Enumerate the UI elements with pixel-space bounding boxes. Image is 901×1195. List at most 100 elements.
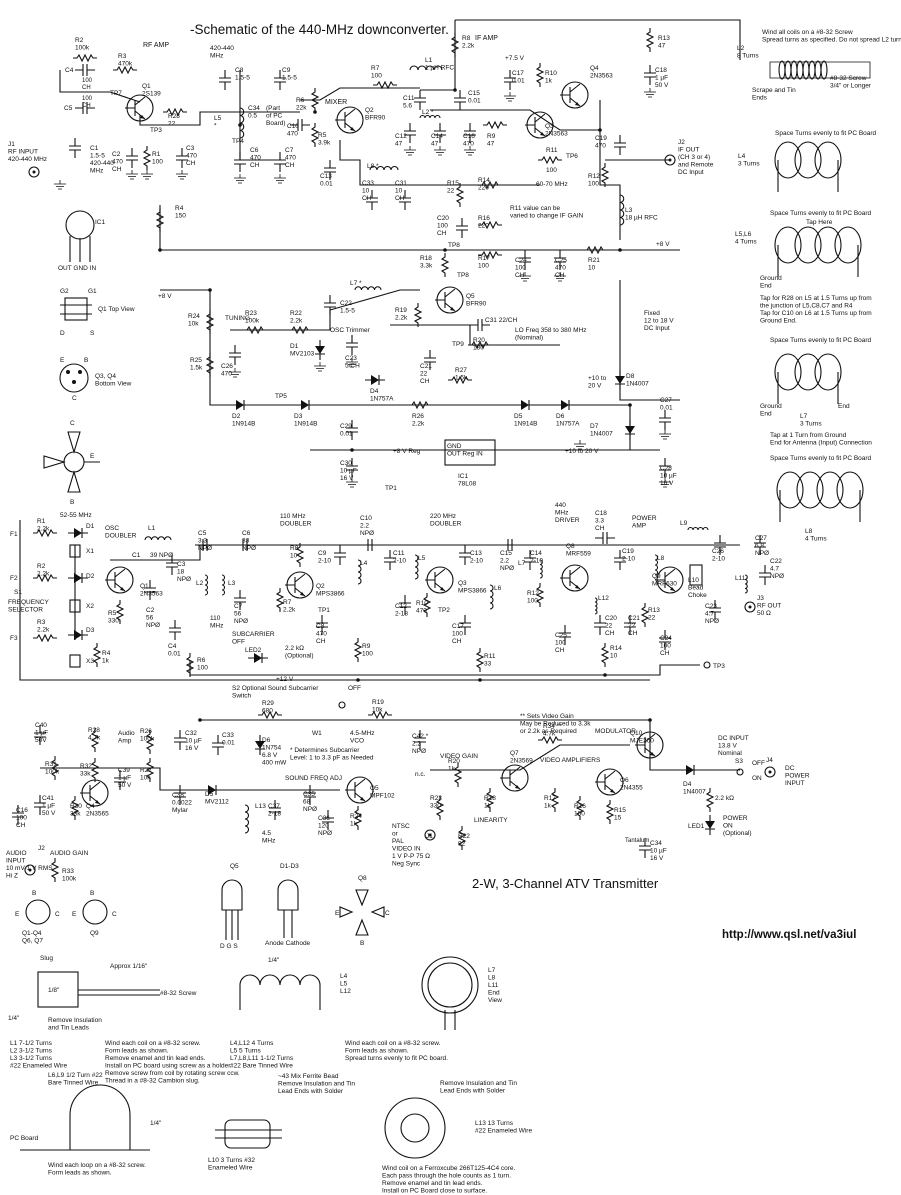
c4-ref: C4 (65, 67, 74, 74)
r7-resistor (373, 80, 397, 90)
s2-switch[interactable] (338, 701, 346, 709)
led-resistor (705, 788, 715, 812)
b-l8-coil (654, 554, 659, 576)
ground-symbol (314, 362, 326, 372)
d1-diode (315, 340, 325, 360)
ic1-pinout-label: IC1 (95, 219, 106, 226)
q4-transistor (560, 81, 589, 109)
d2-diode (230, 400, 250, 410)
if-out-jack (664, 154, 676, 166)
q1-transistor (125, 94, 154, 122)
tp7-label: TP7 (110, 90, 122, 97)
ferrite-bead-icon (224, 1119, 271, 1149)
ground-symbol (404, 146, 416, 156)
d4-diode (365, 375, 385, 385)
dc-power-jack (764, 766, 776, 778)
c15-capacitor (454, 90, 466, 110)
b-r20-resistor (453, 763, 463, 787)
b-q4-transistor (80, 779, 109, 807)
q14-body (25, 899, 51, 925)
b-c27-capacitor (754, 535, 766, 555)
junction-dot (453, 88, 457, 92)
b-r1-resistor (33, 528, 57, 538)
b-c10-capacitor (360, 539, 380, 551)
c28-capacitor (659, 458, 671, 478)
b-c37-capacitor (269, 800, 281, 820)
if-range-label: 60-70 MHz (536, 181, 568, 188)
quarter-label: 1/4" (8, 1015, 20, 1022)
tp3-point (703, 661, 711, 669)
s3-on-label: ON (752, 775, 762, 782)
osc-trimmer-label: OSC Trimmer (330, 327, 371, 334)
q10-transistor (635, 731, 664, 759)
b-c17-capacitor (459, 615, 471, 635)
c5-capacitor (75, 102, 95, 114)
l3-wire (599, 100, 621, 240)
junction-dot (628, 403, 632, 407)
led2-diode (248, 653, 268, 663)
ground-symbol (659, 478, 671, 488)
fixed-wire (619, 280, 680, 401)
b-d1-diode (68, 528, 88, 538)
j4-label: J4 (766, 757, 773, 764)
q14-pin-e: E (15, 911, 20, 918)
b-c22-capacitor (759, 565, 771, 585)
l2-screw-icon (769, 61, 871, 79)
page-title: -Schematic of the 440-MHz downconverter. (190, 22, 449, 37)
r15-resistor (455, 183, 465, 207)
b-c1-value: 39 NPØ (150, 552, 173, 559)
r23-resistor (243, 325, 267, 335)
b-c21-capacitor (624, 615, 636, 635)
ic1-regulator (444, 439, 496, 466)
q1-pin-g1: G1 (88, 288, 97, 295)
r3-resistor (113, 65, 137, 75)
q14-pin-b: B (32, 890, 36, 897)
tantalum-label: Tantalum (625, 838, 649, 844)
b-l5-coil (414, 554, 419, 580)
c29-capacitor (346, 420, 358, 440)
q25-pin-c: C (70, 420, 75, 427)
tp3-bottom-label: TP3 (713, 663, 725, 670)
ground-symbol (234, 174, 246, 184)
bottom-title: 2-W, 3-Channel ATV Transmitter (472, 876, 659, 891)
rf-amp-label: RF AMP (143, 42, 169, 49)
eighth-label: 1/8" (48, 987, 60, 994)
tp6-label: TP6 (566, 153, 578, 160)
ground-symbol (434, 146, 446, 156)
b-c14-capacitor (524, 550, 536, 570)
b-r5-resistor (115, 600, 125, 624)
top-rail-wire (455, 19, 741, 60)
s3-switch[interactable] (736, 768, 744, 776)
l7-end-label: End (838, 403, 850, 410)
l8-coil (369, 165, 399, 171)
rf-in-wire (59, 70, 141, 103)
